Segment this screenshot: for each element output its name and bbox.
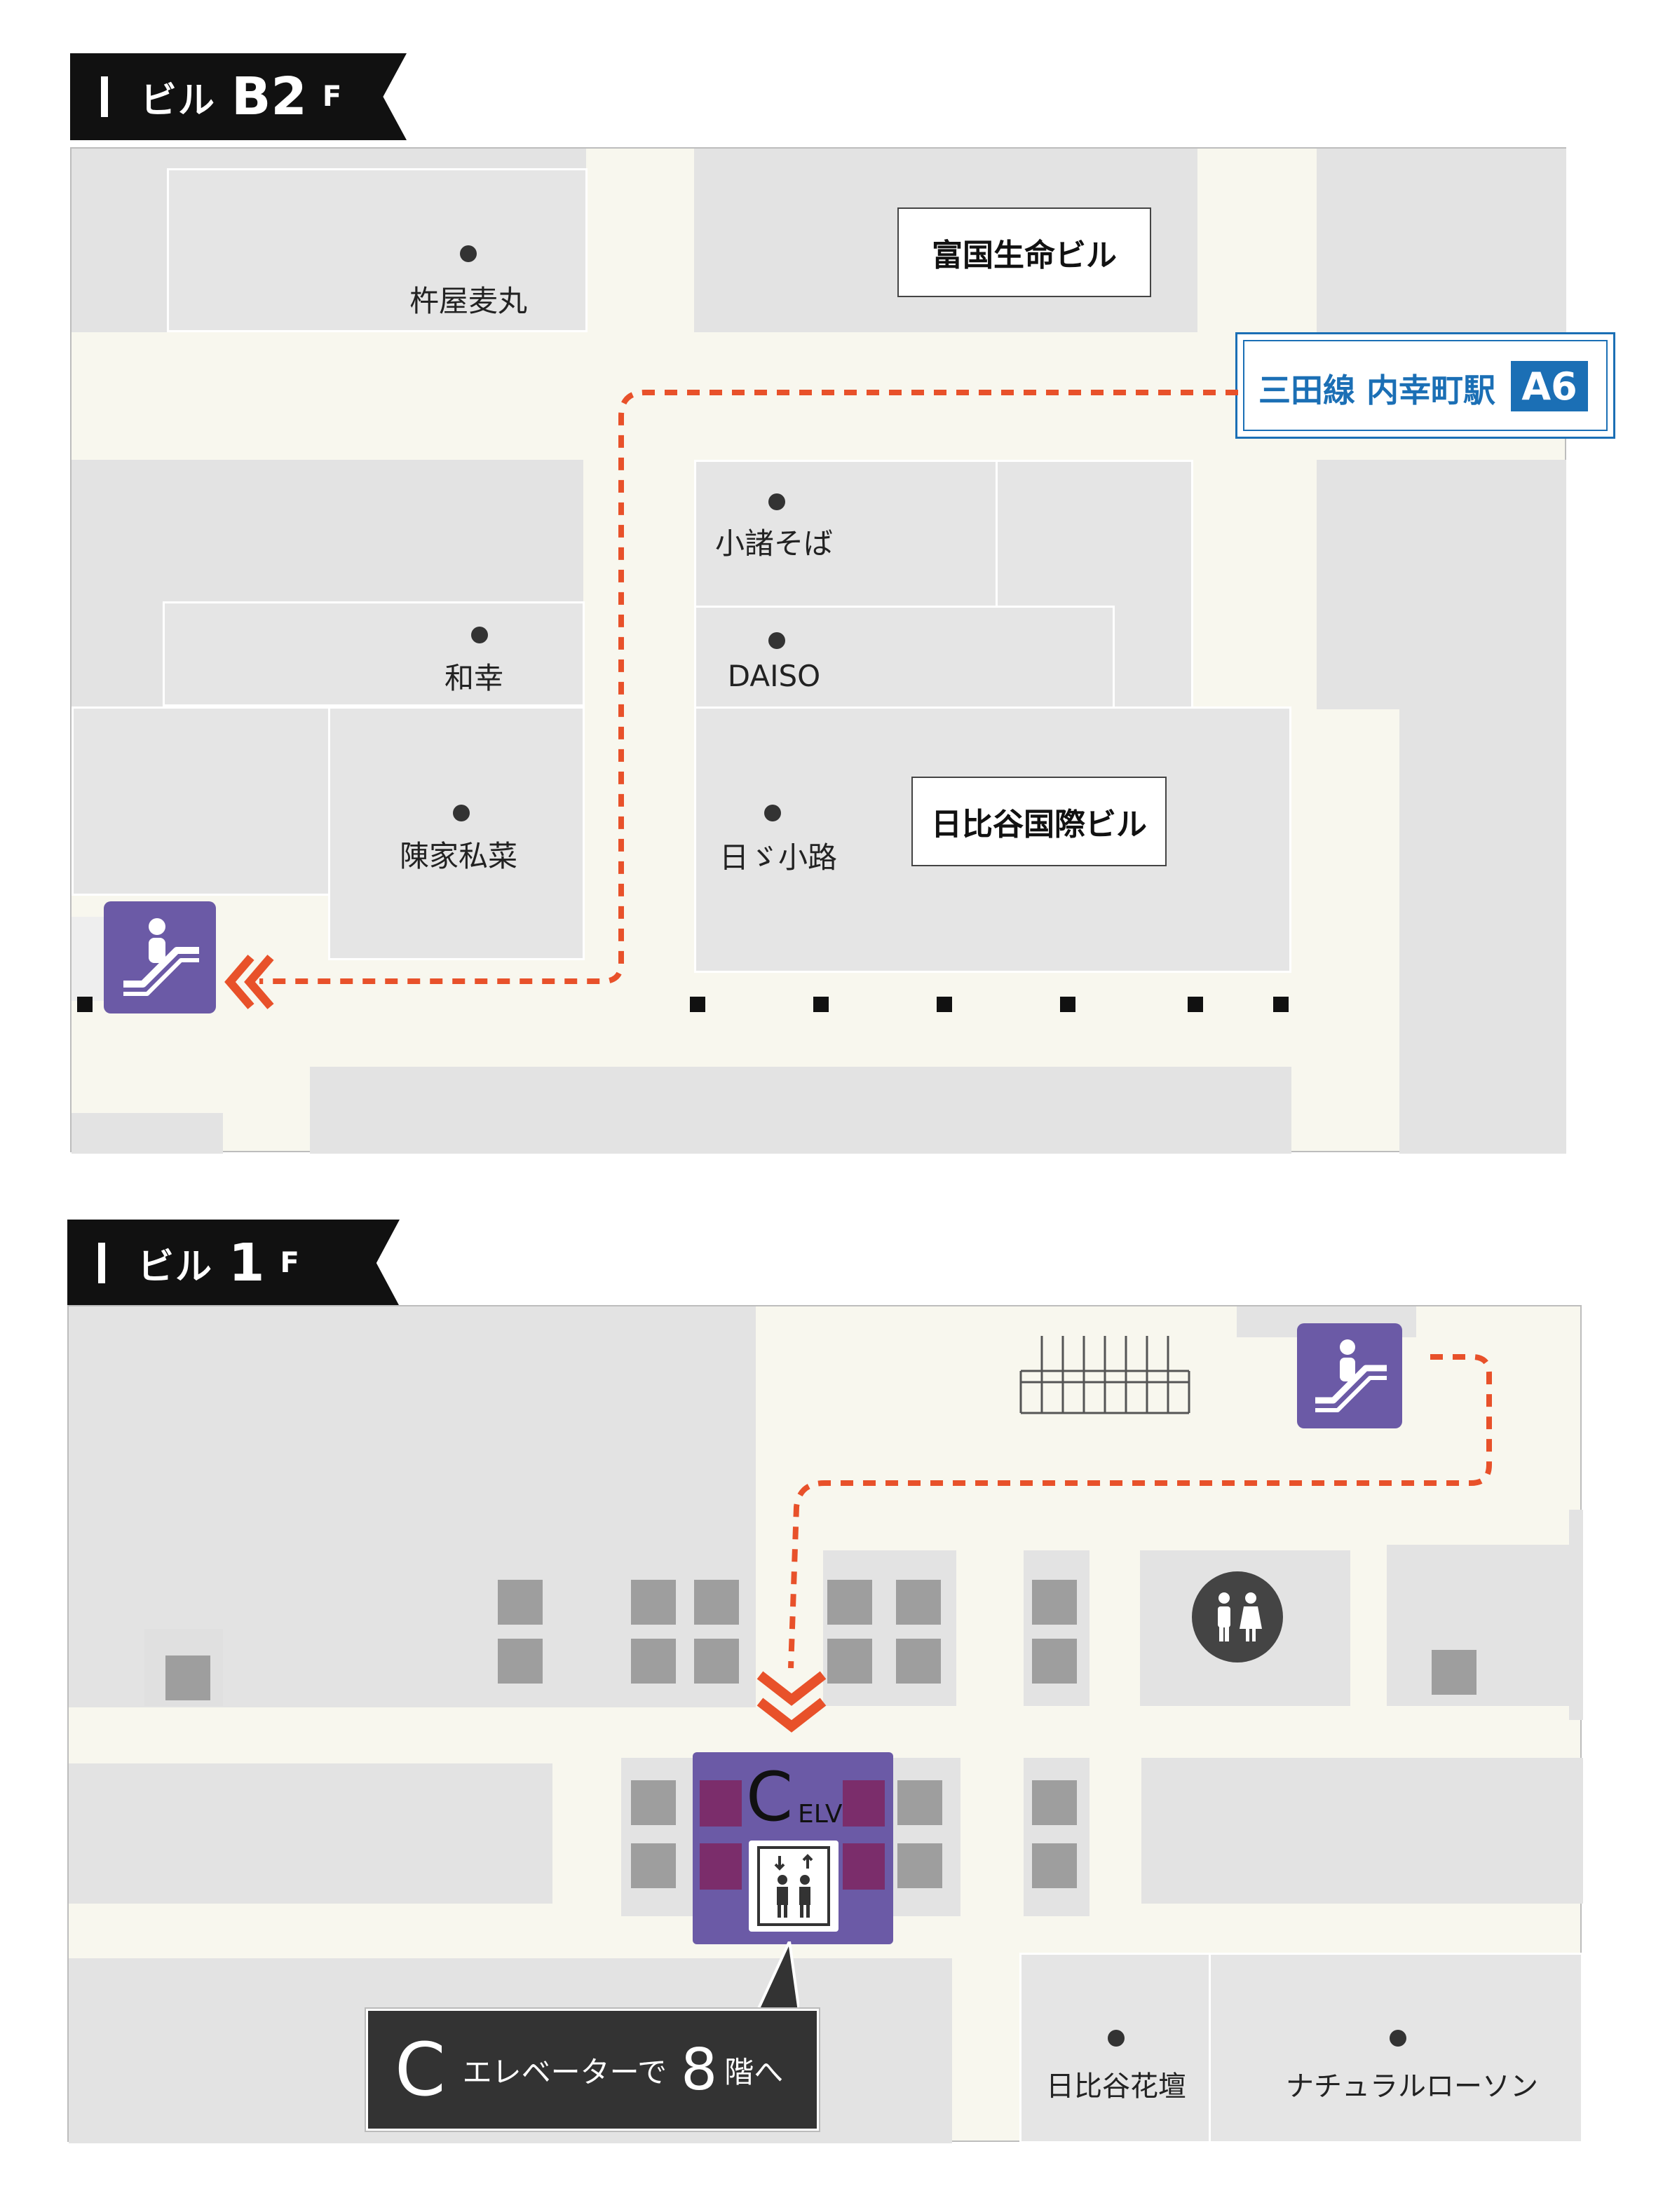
- block: [163, 601, 585, 706]
- elevator-icon: [749, 1841, 839, 1932]
- shop-label-daiso: DAISO: [727, 659, 821, 693]
- block: [1399, 709, 1566, 1154]
- shop-label-hibiya-kadan: 日比谷花壇: [1046, 2070, 1186, 2103]
- floor-badge-b2: ビル B2 F: [70, 53, 407, 140]
- block: [694, 606, 1115, 709]
- elevator-letter: C: [746, 1758, 794, 1836]
- shop-label-kineya: 杵屋麦丸: [409, 284, 528, 318]
- elevator-c[interactable]: C ELV: [693, 1752, 893, 1944]
- station-sign[interactable]: 三田線 内幸町駅 A6: [1235, 332, 1615, 439]
- pillar: [813, 997, 829, 1012]
- station-name: 三田線 内幸町駅: [1258, 371, 1496, 409]
- shaft: [1432, 1650, 1476, 1695]
- floor-badge-1f: ビル 1 F: [67, 1220, 400, 1306]
- elevator-door: [700, 1780, 742, 1827]
- escalator-icon[interactable]: [104, 901, 216, 1013]
- shop-label-hibikoji: 日ゞ小路: [719, 840, 838, 875]
- shop-marker: [764, 805, 781, 821]
- badge-bar: [101, 76, 108, 117]
- callout-floor: 8: [681, 2036, 718, 2103]
- shaft: [631, 1780, 676, 1825]
- shop-label-komoro: 小諸そば: [714, 526, 834, 561]
- block: [1387, 1545, 1583, 1706]
- building-label-fukoku: 富国生命ビル: [897, 207, 1151, 297]
- floor-prefix: ビル: [140, 79, 217, 122]
- callout-letter: C: [395, 2027, 446, 2112]
- pillar: [690, 997, 705, 1012]
- block: [69, 1306, 756, 1496]
- floor-prefix: ビル: [137, 1245, 214, 1288]
- building-label-hibiya-kokusai: 日比谷国際ビル: [911, 777, 1167, 866]
- badge-bar: [98, 1243, 105, 1283]
- shop-marker: [1108, 2030, 1125, 2047]
- pillar: [937, 997, 952, 1012]
- pillar: [1188, 997, 1203, 1012]
- block: [1019, 1953, 1211, 2143]
- shaft: [897, 1843, 942, 1888]
- elevator-door: [843, 1780, 885, 1827]
- shaft: [1032, 1639, 1077, 1684]
- floor-suffix: F: [280, 1247, 299, 1279]
- shaft: [498, 1639, 543, 1684]
- elevator-label: ELV: [798, 1800, 843, 1829]
- pillar: [1273, 997, 1289, 1012]
- shaft: [827, 1639, 872, 1684]
- shaft: [1032, 1843, 1077, 1888]
- shaft: [827, 1580, 872, 1625]
- elevator-door: [700, 1843, 742, 1890]
- shaft: [694, 1639, 739, 1684]
- shop-label-chinka: 陳家私菜: [399, 839, 518, 873]
- floor-suffix: F: [322, 81, 342, 113]
- chevron-left-icon: [224, 955, 274, 1009]
- shaft: [896, 1639, 941, 1684]
- block: [1317, 460, 1566, 709]
- block: [694, 460, 998, 608]
- block: [1209, 1953, 1583, 2143]
- shaft: [1032, 1580, 1077, 1625]
- elevator-instruction-callout: C エレベーターで 8 階へ: [366, 2009, 819, 2131]
- map-b2: [70, 147, 1566, 1154]
- map-1f: [67, 1305, 1583, 2143]
- block: [1317, 149, 1566, 332]
- block: [1141, 1758, 1583, 1904]
- shaft: [694, 1580, 739, 1625]
- escalator-steps: [72, 917, 107, 1001]
- restroom-icon[interactable]: [1192, 1571, 1283, 1663]
- shop-marker: [768, 632, 785, 649]
- callout-pointer: [755, 1941, 799, 2012]
- shop-marker: [453, 805, 470, 821]
- escalator-icon[interactable]: [1297, 1323, 1402, 1428]
- block: [310, 1067, 1291, 1154]
- pillar: [77, 997, 93, 1012]
- block: [167, 168, 588, 332]
- shop-label-natural-lawson: ナチュラルローソン: [1286, 2070, 1538, 2103]
- shop-marker: [460, 245, 477, 262]
- callout-text-after: 階へ: [724, 2054, 784, 2089]
- shaft: [631, 1639, 676, 1684]
- shop-marker: [768, 493, 785, 510]
- stairs: [1019, 1336, 1190, 1414]
- block: [69, 1763, 552, 1904]
- shaft: [165, 1655, 210, 1700]
- floor-number: B2: [231, 67, 307, 127]
- pillar: [1060, 997, 1075, 1012]
- shop-label-wako: 和幸: [444, 661, 504, 695]
- chevron-down-icon: [756, 1671, 827, 1733]
- block: [72, 1113, 223, 1154]
- station-exit-badge: A6: [1511, 361, 1588, 411]
- shaft: [498, 1580, 543, 1625]
- floor-number: 1: [229, 1233, 265, 1293]
- shaft: [1032, 1780, 1077, 1825]
- shaft: [897, 1780, 942, 1825]
- block: [328, 706, 585, 960]
- callout-text-before: エレベーターで: [462, 2054, 667, 2089]
- elevator-door: [843, 1843, 885, 1890]
- shaft: [896, 1580, 941, 1625]
- shaft: [631, 1580, 676, 1625]
- shop-marker: [1390, 2030, 1406, 2047]
- shaft: [631, 1843, 676, 1888]
- shop-marker: [471, 627, 488, 643]
